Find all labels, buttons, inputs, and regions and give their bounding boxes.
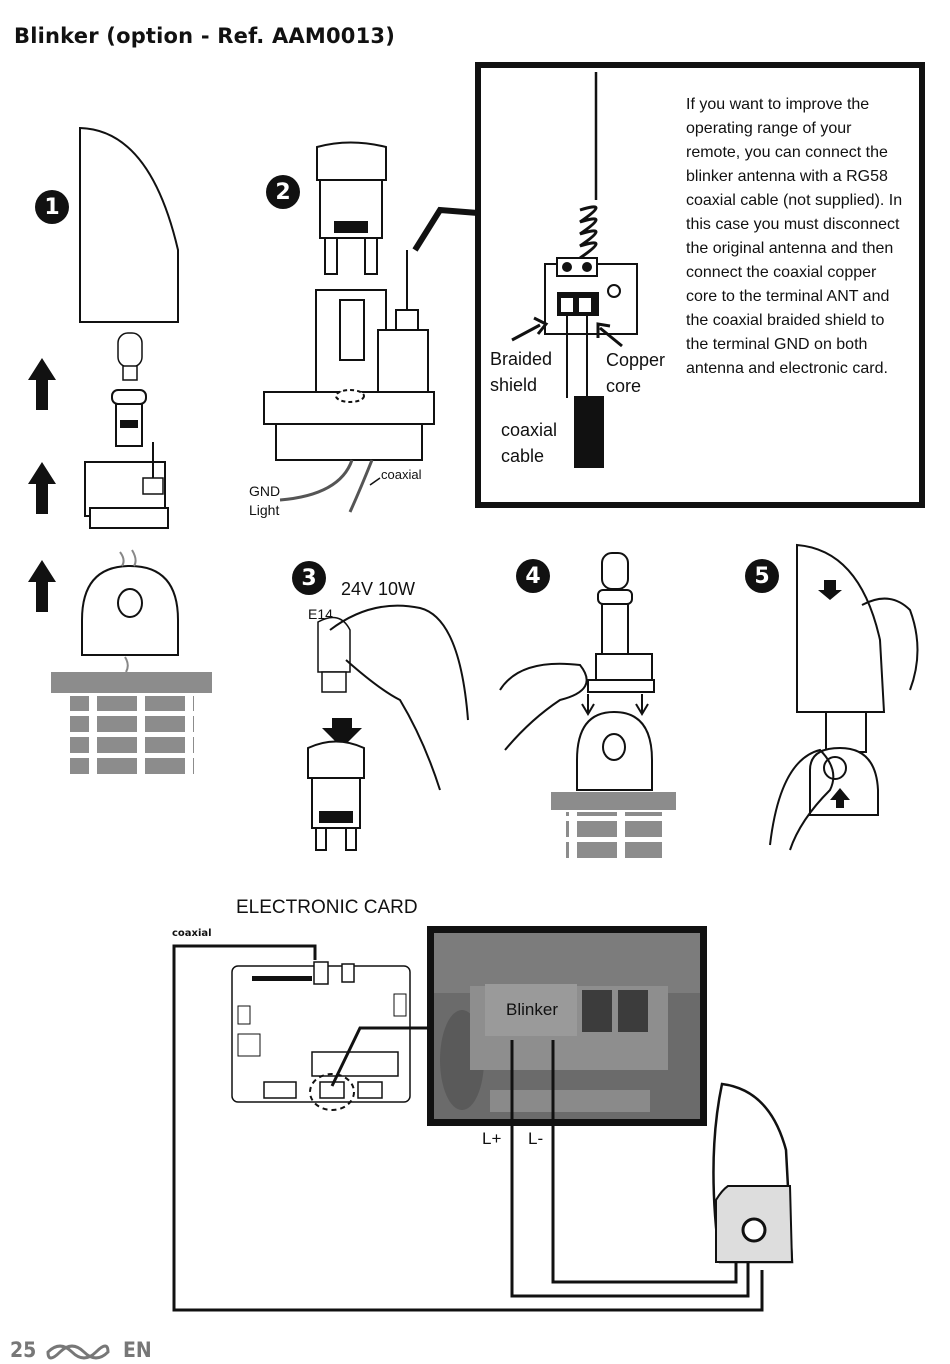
antenna-info-text: If you want to improve the operating ran… (686, 96, 903, 377)
page-title: Blinker (option - Ref. AAM0013) (14, 24, 396, 48)
copper-core-label: Copper core (606, 347, 665, 399)
light-label: Light (249, 502, 280, 518)
bulb-rating-label: 24V 10W (341, 579, 416, 599)
wire-l-plus (510, 1040, 750, 1298)
copper-label-line1: Copper (606, 350, 666, 370)
wire-l-minus (551, 1040, 738, 1284)
card-coaxial-label: coaxial (172, 928, 212, 939)
wall-mount-step4 (576, 694, 653, 791)
socket-step1 (111, 389, 147, 447)
brand-logo (46, 1344, 110, 1360)
bulb-step3 (317, 616, 351, 693)
card-pointer (330, 1026, 430, 1087)
blinker-unit (712, 1082, 794, 1264)
blinker-cover-step1 (79, 126, 179, 323)
base-step5 (809, 711, 879, 816)
down-arrow-step3 (322, 718, 362, 748)
step-3-badge: 3 (292, 561, 326, 595)
up-arrow-step5 (830, 788, 850, 808)
braided-label-line2: shield (490, 375, 538, 395)
coaxial-wire (172, 944, 764, 1312)
socket-step2 (316, 141, 387, 275)
hand-step5-top (861, 597, 919, 691)
base-step2 (263, 250, 435, 461)
step-1-badge: 1 (35, 190, 69, 224)
circuit-board (231, 961, 411, 1111)
down-arrow-step5 (818, 580, 842, 600)
electronic-card-title: ELECTRONIC CARD (236, 897, 418, 918)
l-plus-label: L+ (482, 1129, 502, 1148)
ant-terminal-label: ANT (603, 302, 633, 319)
coax-label-line1: coaxial (501, 420, 558, 440)
antenna-info-box (475, 62, 925, 508)
socket-step3 (307, 740, 365, 851)
zoom-connector (412, 206, 479, 252)
braided-shield-label: Braided shield (490, 346, 552, 398)
step-4-badge: 4 (516, 559, 550, 593)
gnd-label: GND (249, 483, 281, 499)
hand-step4 (499, 662, 588, 751)
wires-step2 (279, 459, 374, 513)
blinker-terminal-label: Blinker (506, 1000, 558, 1019)
brick-wall-step1 (51, 672, 212, 776)
blinker-connector-photo (427, 926, 707, 1126)
blinker-cover-step5 (796, 543, 886, 713)
hand-step5-bottom (769, 748, 835, 851)
step-5-badge: 5 (745, 559, 779, 593)
step-2-badge: 2 (266, 175, 300, 209)
copper-label-line2: core (606, 376, 642, 396)
brick-wall-step4 (551, 792, 676, 858)
hand-step3 (329, 604, 469, 791)
bulb-step1 (117, 332, 143, 381)
language-code: EN (123, 1338, 152, 1362)
e14-socket-label: E14 (308, 606, 333, 622)
coaxial-cable-label: coaxial cable (501, 417, 557, 469)
l-minus-label: L- (528, 1129, 544, 1148)
up-arrows (28, 358, 56, 612)
coaxial-wire-label: coaxial (381, 467, 422, 482)
braided-label-line1: Braided (490, 349, 553, 369)
assembly-step4 (587, 552, 655, 693)
coax-label-line2: cable (501, 446, 545, 466)
base-step1 (84, 442, 169, 529)
wall-mount-step1 (81, 549, 179, 673)
page-number: 25 (10, 1338, 37, 1362)
